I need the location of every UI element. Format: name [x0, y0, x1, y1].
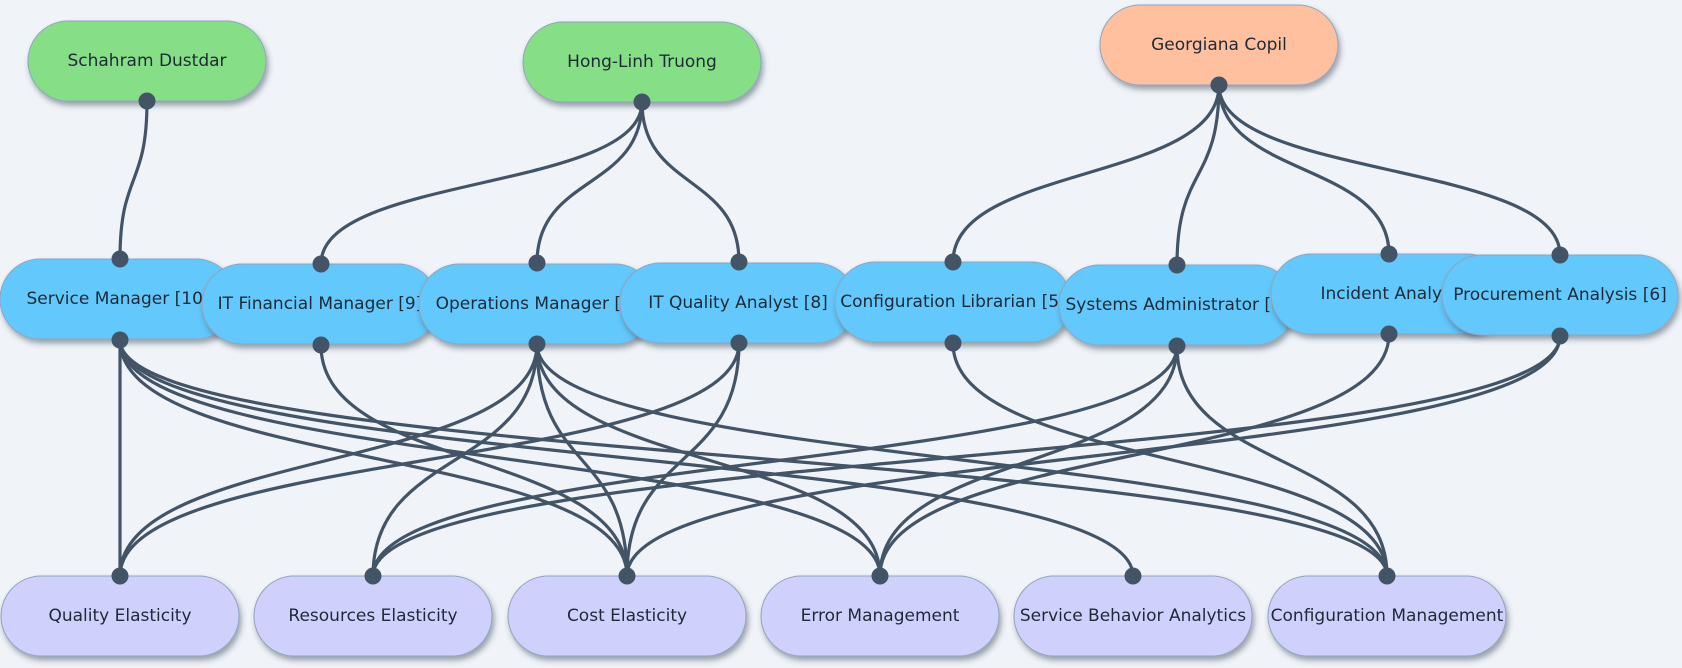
port-bottom-p-dustdar[interactable] [138, 92, 156, 110]
node-label-r-incident-analyst: Incident Analyst [1320, 284, 1457, 304]
edge-r-operations-manager-to-c-resources-elasticity [371, 343, 539, 577]
node-label-r-operations-manager: Operations Manager [7] [436, 294, 639, 314]
edge-r-systems-administrator-to-c-error-management [878, 345, 1179, 577]
node-c-service-behavior-analytics[interactable]: Service Behavior Analytics [1013, 575, 1253, 657]
node-label-c-resources-elasticity: Resources Elasticity [288, 606, 457, 626]
node-label-p-copil: Georgiana Copil [1151, 35, 1287, 55]
edges-layer [118, 84, 1562, 577]
port-top-r-it-quality-analyst[interactable] [730, 253, 748, 271]
port-bottom-p-truong[interactable] [633, 93, 651, 111]
ports-layer [111, 76, 1569, 585]
node-p-truong[interactable]: Hong-Linh Truong [522, 21, 762, 103]
port-top-c-quality-elasticity[interactable] [111, 567, 129, 585]
edge-r-procurement-analysis-to-c-resources-elasticity [371, 335, 1562, 577]
port-bottom-r-systems-administrator[interactable] [1168, 337, 1186, 355]
edge-r-operations-manager-to-c-configuration-management [535, 343, 1389, 577]
edge-r-service-manager-to-c-cost-elasticity [118, 339, 629, 577]
port-top-r-it-financial-manager[interactable] [312, 255, 330, 273]
edge-r-it-quality-analyst-to-c-cost-elasticity [625, 342, 741, 577]
edge-r-systems-administrator-to-c-resources-elasticity [371, 345, 1179, 577]
port-top-r-procurement-analysis[interactable] [1551, 246, 1569, 264]
port-top-r-systems-administrator[interactable] [1168, 256, 1186, 274]
node-c-quality-elasticity[interactable]: Quality Elasticity [0, 575, 240, 657]
node-r-service-manager[interactable]: Service Manager [10] [0, 258, 237, 340]
edge-r-incident-analyst-to-c-error-management [878, 333, 1391, 577]
edge-p-truong-to-r-operations-manager [535, 101, 644, 264]
edge-r-procurement-analysis-to-c-cost-elasticity [625, 335, 1562, 577]
node-label-r-service-manager: Service Manager [10] [26, 289, 209, 309]
edge-r-operations-manager-to-c-quality-elasticity [118, 343, 539, 577]
node-label-c-quality-elasticity: Quality Elasticity [48, 606, 191, 626]
port-top-c-cost-elasticity[interactable] [618, 567, 636, 585]
node-c-error-management[interactable]: Error Management [760, 575, 1000, 657]
node-label-r-systems-administrator: Systems Administrator [6] [1065, 295, 1288, 315]
node-p-copil[interactable]: Georgiana Copil [1099, 4, 1339, 86]
node-c-resources-elasticity[interactable]: Resources Elasticity [253, 575, 493, 657]
node-label-c-configuration-management: Configuration Management [1271, 606, 1504, 626]
port-top-r-configuration-librarian[interactable] [944, 253, 962, 271]
node-label-r-it-financial-manager: IT Financial Manager [9] [218, 294, 423, 314]
edge-r-service-manager-to-c-error-management [118, 339, 882, 577]
node-label-c-error-management: Error Management [801, 606, 960, 626]
port-top-c-error-management[interactable] [871, 567, 889, 585]
edge-r-systems-administrator-to-c-configuration-management [1175, 345, 1389, 577]
node-r-configuration-librarian[interactable]: Configuration Librarian [5] [834, 261, 1072, 343]
edge-r-service-manager-to-c-service-behavior-analytics [118, 339, 1135, 577]
node-r-operations-manager[interactable]: Operations Manager [7] [418, 263, 656, 345]
node-r-procurement-analysis[interactable]: Procurement Analysis [6] [1441, 254, 1679, 336]
edge-p-copil-to-r-systems-administrator [1175, 84, 1221, 266]
node-label-p-truong: Hong-Linh Truong [567, 52, 717, 72]
edge-r-operations-manager-to-c-cost-elasticity [535, 343, 629, 577]
port-bottom-r-procurement-analysis[interactable] [1551, 327, 1569, 345]
node-label-c-cost-elasticity: Cost Elasticity [567, 606, 687, 626]
port-bottom-r-incident-analyst[interactable] [1380, 325, 1398, 343]
edge-r-it-quality-analyst-to-c-quality-elasticity [118, 342, 741, 577]
port-bottom-r-configuration-librarian[interactable] [944, 334, 962, 352]
nodes-layer: Service Manager [10] IT Financial Manager… [0, 4, 1679, 657]
port-top-r-operations-manager[interactable] [528, 254, 546, 272]
edge-r-it-financial-manager-to-c-cost-elasticity [319, 344, 629, 577]
node-r-systems-administrator[interactable]: Systems Administrator [6] [1058, 264, 1296, 346]
edge-p-truong-to-r-it-quality-analyst [640, 101, 741, 263]
edge-r-service-manager-to-c-configuration-management [118, 339, 1389, 577]
port-top-c-resources-elasticity[interactable] [364, 567, 382, 585]
node-label-r-procurement-analysis: Procurement Analysis [6] [1453, 285, 1667, 305]
port-top-r-service-manager[interactable] [111, 250, 129, 268]
node-r-it-quality-analyst[interactable]: IT Quality Analyst [8] [619, 262, 857, 344]
edge-p-copil-to-r-configuration-librarian [951, 84, 1221, 263]
port-bottom-r-it-quality-analyst[interactable] [730, 334, 748, 352]
port-bottom-r-it-financial-manager[interactable] [312, 336, 330, 354]
node-c-cost-elasticity[interactable]: Cost Elasticity [507, 575, 747, 657]
edge-r-operations-manager-to-c-error-management [535, 343, 882, 577]
node-label-r-configuration-librarian: Configuration Librarian [5] [840, 292, 1065, 312]
edge-p-dustdar-to-r-service-manager [118, 100, 149, 260]
edge-p-truong-to-r-it-financial-manager [319, 101, 644, 265]
node-c-configuration-management[interactable]: Configuration Management [1267, 575, 1507, 657]
port-bottom-r-operations-manager[interactable] [528, 335, 546, 353]
node-label-r-it-quality-analyst: IT Quality Analyst [8] [648, 293, 828, 313]
node-p-dustdar[interactable]: Schahram Dustdar [27, 20, 267, 102]
node-label-p-dustdar: Schahram Dustdar [67, 51, 226, 71]
port-bottom-r-service-manager[interactable] [111, 331, 129, 349]
port-top-r-incident-analyst[interactable] [1380, 245, 1398, 263]
node-r-it-financial-manager[interactable]: IT Financial Manager [9] [201, 263, 439, 345]
port-top-c-service-behavior-analytics[interactable] [1124, 567, 1142, 585]
edge-r-configuration-librarian-to-c-configuration-management [951, 342, 1389, 577]
port-top-c-configuration-management[interactable] [1378, 567, 1396, 585]
port-bottom-p-copil[interactable] [1210, 76, 1228, 94]
edge-p-copil-to-r-incident-analyst [1217, 84, 1391, 255]
node-label-c-service-behavior-analytics: Service Behavior Analytics [1020, 606, 1246, 626]
edge-p-copil-to-r-procurement-analysis [1217, 84, 1562, 256]
